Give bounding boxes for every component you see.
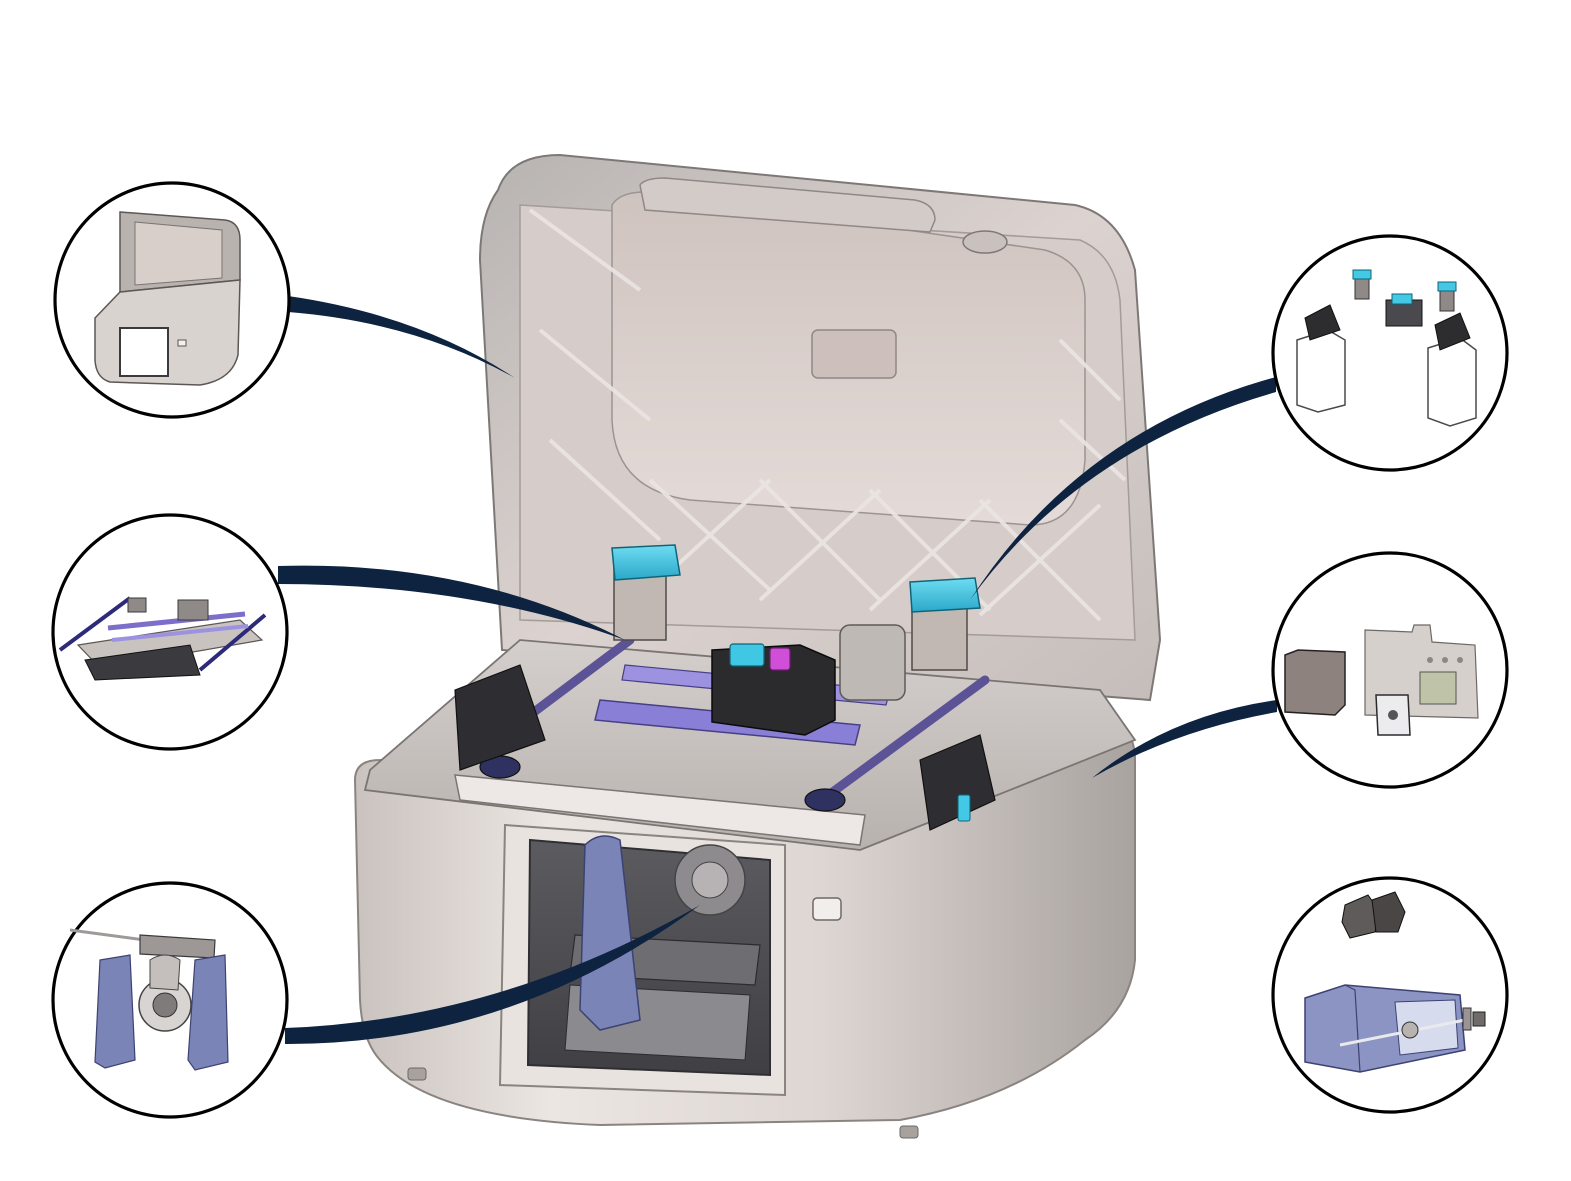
callout-spool: [51, 881, 289, 1119]
housing-enclosure-icon: [94, 211, 241, 386]
printer-assembly-icon: [353, 153, 1162, 1139]
callout-electronics: [1271, 551, 1509, 789]
callout-extruder: [1271, 876, 1509, 1114]
leader-lines: [278, 296, 1277, 1045]
filament-spool-holder-icon: [69, 928, 229, 1071]
extruder-motor-icon: [1304, 891, 1486, 1073]
callout-printheads: [1271, 234, 1509, 472]
xy-gantry-icon: [58, 596, 267, 681]
carriage: [611, 544, 981, 822]
electronics-board-icon: [1284, 624, 1479, 736]
callout-housing: [53, 181, 291, 419]
callout-gantry: [51, 513, 289, 751]
extruder-printheads-icon: [1296, 269, 1477, 427]
lid: [478, 153, 1162, 702]
